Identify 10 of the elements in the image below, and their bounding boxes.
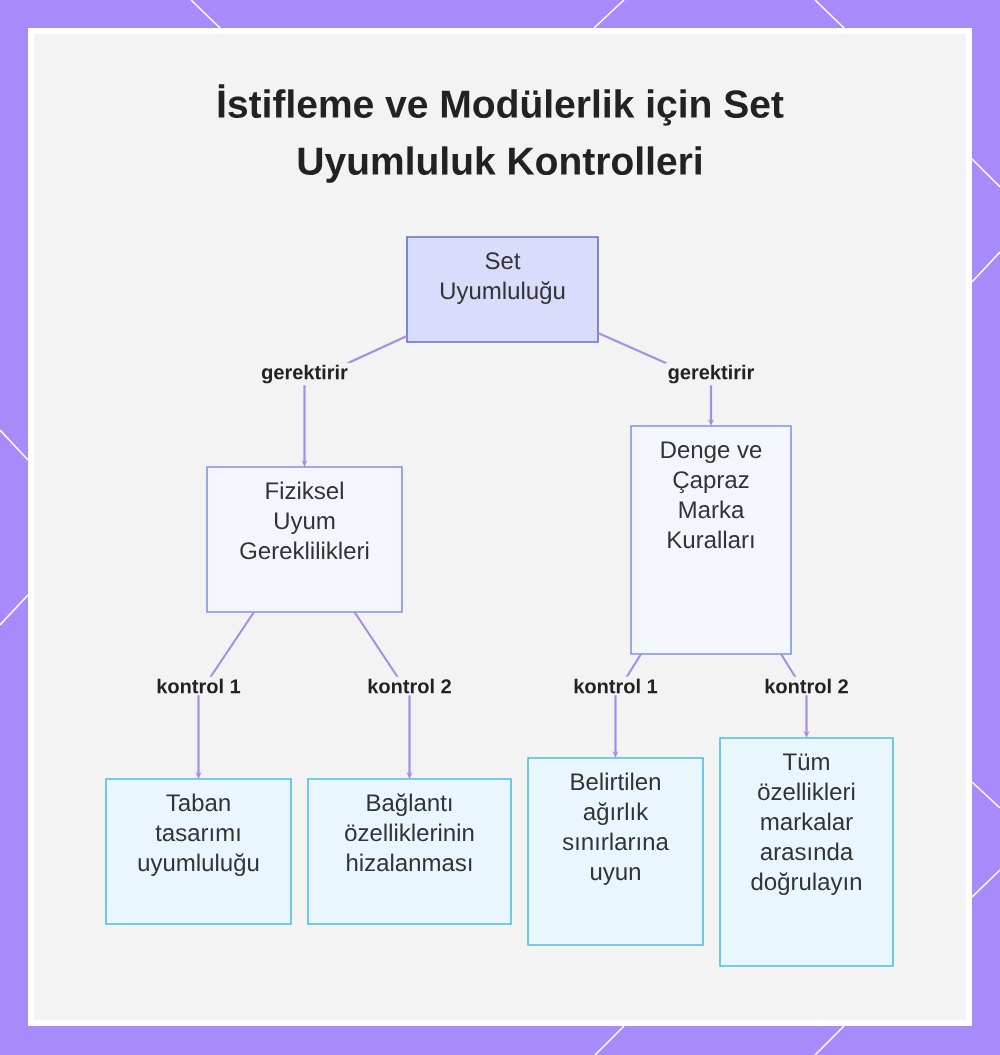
process-box: Fiziksel Uyum Gereklilikleri <box>206 466 403 613</box>
process-box: Set Uyumluluğu <box>406 236 599 343</box>
process-box: Belirtilen ağırlık sınırlarına uyun <box>527 757 704 946</box>
process-box: Bağlantı özelliklerinin hizalanması <box>307 778 512 925</box>
arrow <box>353 611 413 779</box>
process-box: Tüm özellikleri markalar arasında doğrulayın <box>719 737 894 967</box>
diagram-title: İstifleme ve Modülerlik için Set Uyumluluk Kontrolleri <box>218 84 784 183</box>
process-box: Denge ve Çapraz Marka Kuralları <box>630 425 792 655</box>
process-box: Taban tasarımı uyumluluğu <box>105 778 292 925</box>
edge-label: gerektirir <box>259 362 350 386</box>
